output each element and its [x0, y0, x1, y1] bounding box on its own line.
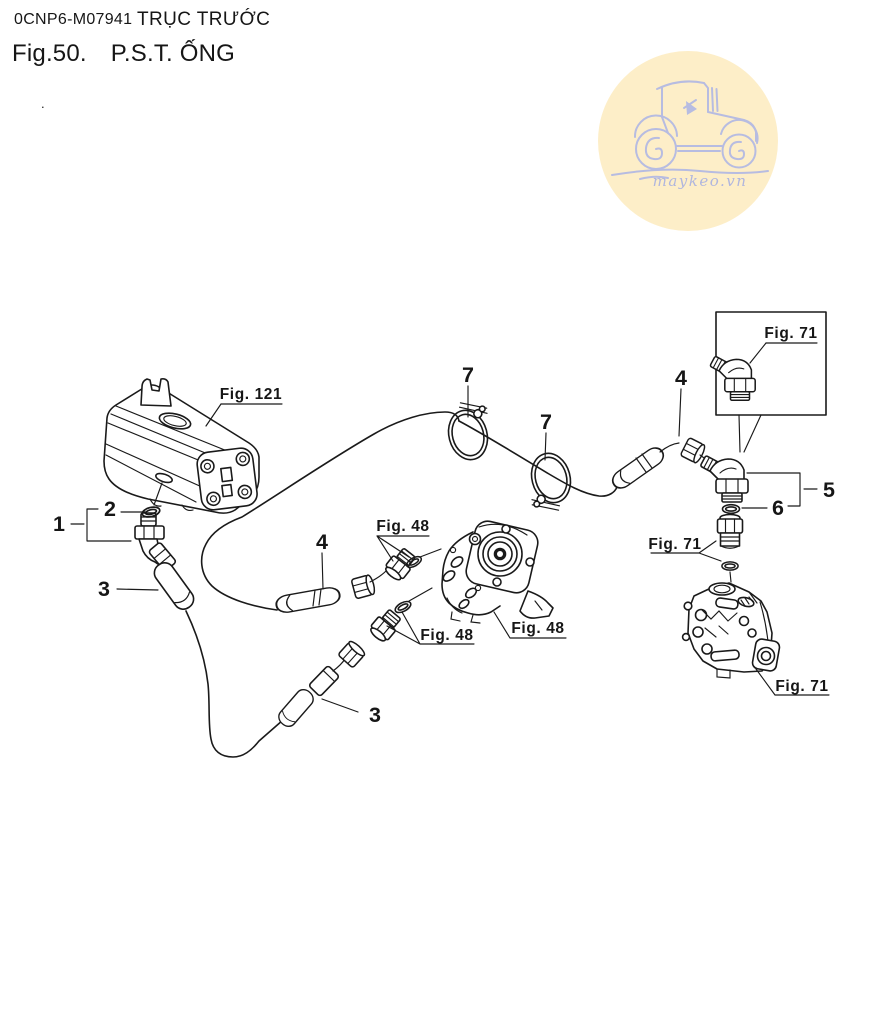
valve-block: [681, 582, 781, 679]
hose-3-lower-end: [274, 606, 405, 731]
stray-dot: .: [41, 96, 45, 111]
callout-6: 6: [772, 496, 784, 520]
figure-title: Fig.50. P.S.T. ỐNG: [12, 40, 235, 68]
pump-mount-bracket: [140, 378, 172, 407]
pump-end-face: [196, 447, 258, 511]
callout-4-middle: 4: [316, 530, 328, 554]
callout-5: 5: [823, 478, 835, 502]
ref-fig71-bottom: Fig. 71: [775, 678, 828, 695]
figure-name: P.S.T. ỐNG: [110, 40, 236, 67]
document-code: 0CNP6-M07941: [14, 11, 133, 28]
o-ring-fig71: [721, 561, 739, 571]
stack-axis-line: [729, 571, 732, 583]
hose-clamp-2: [519, 448, 579, 518]
elbow-fitting-5: [699, 454, 749, 503]
hose3-port-line: [408, 587, 433, 602]
o-ring-2-pointer: [153, 482, 163, 506]
callout-7-left: 7: [462, 363, 474, 387]
ref-fig71-inset: Fig. 71: [764, 325, 817, 342]
ref-fig48-bottom-left: Fig. 48: [420, 627, 473, 644]
section-title: TRỤC TRƯỚC: [137, 9, 271, 30]
callout-3-left: 3: [98, 577, 110, 601]
hose-4-top-end: [608, 436, 712, 493]
ref-fig121: Fig. 121: [220, 386, 283, 403]
watermark-circle: [598, 51, 778, 231]
ref-fig71-mid: Fig. 71: [648, 536, 701, 553]
pump-top-port: [158, 412, 192, 430]
watermark: maykeo.vn: [598, 51, 778, 231]
o-ring-hose3: [392, 598, 414, 616]
ref-fig48-top: Fig. 48: [376, 518, 429, 535]
o-ring-6: [721, 503, 741, 515]
inset-pointer: [738, 414, 762, 453]
callout-7-right: 7: [540, 410, 552, 434]
adapter-fitting-fig71: [716, 513, 744, 550]
fig71-inset-box: [709, 311, 827, 453]
steering-unit: [441, 520, 554, 624]
callout-3-bottom: 3: [369, 703, 381, 727]
watermark-text: maykeo.vn: [653, 172, 748, 190]
hose4-port-line: [419, 548, 442, 558]
hose-3-routing-line: [185, 610, 284, 758]
hose-4-middle-segment: [274, 545, 420, 615]
ref-fig48-bottom-right: Fig. 48: [511, 620, 564, 637]
leader-lines: [70, 385, 830, 713]
hydraulic-pump: [103, 378, 260, 514]
elbow-fitting-1: [134, 512, 177, 572]
hose-3-upper-sleeve: [149, 558, 199, 614]
callout-1: 1: [53, 512, 65, 536]
callout-4-top: 4: [675, 366, 687, 390]
tractor-icon: [611, 80, 769, 180]
hose-4-routing-line: [200, 411, 618, 611]
figure-number: Fig.50.: [12, 40, 87, 67]
pump-bottom-port: [155, 472, 173, 484]
steering-unit-foot: [519, 590, 554, 619]
callout-2: 2: [104, 497, 116, 521]
hose-clamp-1: [440, 395, 500, 465]
